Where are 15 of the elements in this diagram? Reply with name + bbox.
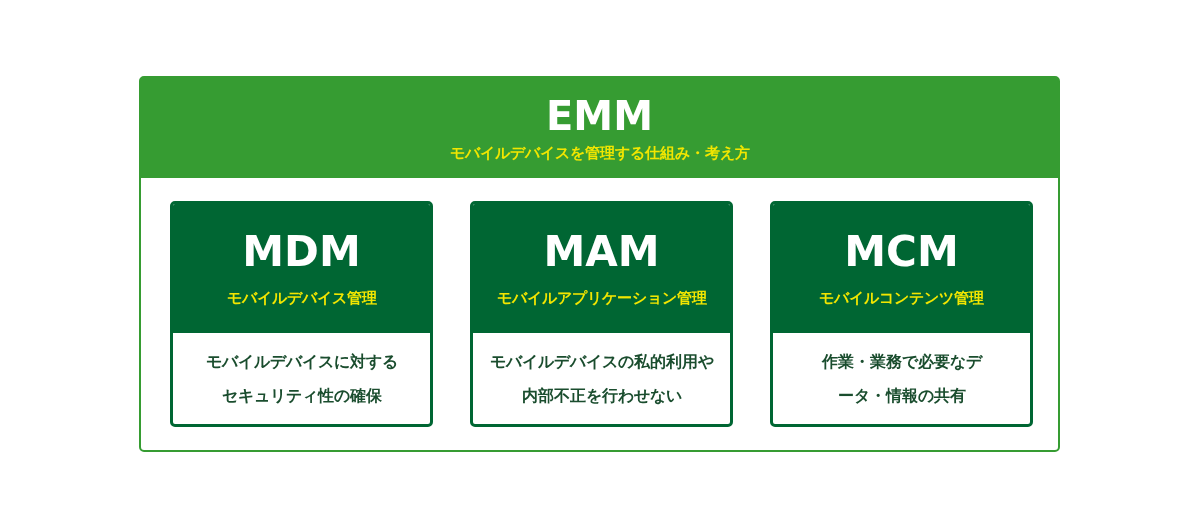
- category-card: [170, 201, 433, 427]
- card-subtitle: モバイルコンテンツ管理: [819, 289, 984, 309]
- category-card: [770, 201, 1033, 427]
- card-title: MCM: [844, 228, 959, 276]
- card-title: MAM: [543, 228, 660, 276]
- emm-panel: [139, 76, 1060, 452]
- card-description: モバイルデバイスの私的利用や内部不正を行わせない: [488, 350, 715, 407]
- panel-subtitle: モバイルデバイスを管理する仕組み・考え方: [449, 143, 750, 163]
- card-subtitle: モバイルアプリケーション管理: [496, 289, 707, 309]
- card-description: モバイルデバイスに対するセキュリティ性の確保: [204, 350, 399, 407]
- card-subtitle: モバイルデバイス管理: [226, 289, 377, 309]
- card-title: MDM: [242, 228, 361, 276]
- card-description: 作業・業務で必要なデータ・情報の共有: [821, 350, 982, 407]
- panel-title: EMM: [546, 93, 653, 138]
- category-card: [470, 201, 733, 427]
